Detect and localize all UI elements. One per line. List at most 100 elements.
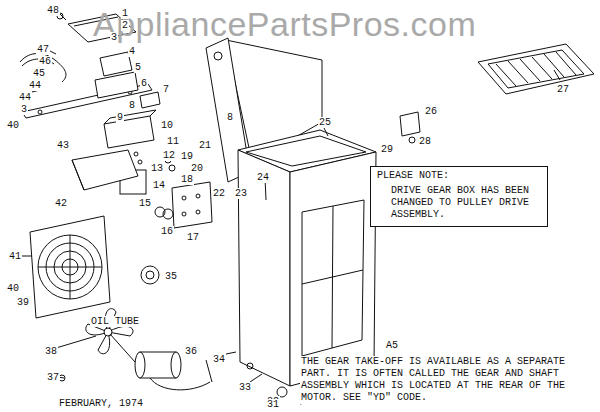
callout-number: 35 <box>164 271 178 282</box>
callout-number: 27 <box>556 84 570 95</box>
illustration-part <box>214 52 222 60</box>
callout-number: 23 <box>234 188 248 199</box>
note-text: THE GEAR TAKE-OFF IS AVAILABLE AS A SEPA… <box>300 356 594 404</box>
callout-number: 20 <box>190 163 204 174</box>
callout-number: 26 <box>424 106 438 117</box>
callout-number: 5 <box>134 62 142 73</box>
watermark: AppliancePartsPros.com <box>92 6 477 42</box>
note-body: DRIVE GEAR BOX HAS BEEN CHANGED TO PULLE… <box>377 185 541 221</box>
callout-number: 3 <box>110 32 118 43</box>
illustration-part <box>196 194 200 198</box>
illustration-part <box>182 212 186 216</box>
illustration-part <box>250 374 262 382</box>
callout-number: 37 <box>46 372 60 383</box>
illustration-part <box>72 160 84 190</box>
callout-number: 24 <box>256 172 270 183</box>
callout-number: 34 <box>212 354 226 365</box>
illustration-part <box>172 182 212 228</box>
fan-shroud <box>30 216 110 318</box>
illustration-part <box>554 70 560 80</box>
illustration-part <box>20 54 66 83</box>
illustration-part <box>302 200 364 356</box>
illustration-part <box>135 352 145 378</box>
illustration-part <box>134 152 138 156</box>
illustration-part <box>104 116 154 148</box>
callout-number: 16 <box>160 226 174 237</box>
air-chute <box>72 150 138 190</box>
illustration-part <box>95 72 138 98</box>
callout-number: 11 <box>166 136 180 147</box>
callout-number: 28 <box>418 136 432 147</box>
callout-number: 44 <box>18 92 32 103</box>
callout-number: 15 <box>138 198 152 209</box>
illustration-part <box>290 152 376 386</box>
clip-bracket <box>400 112 420 143</box>
callout-number: 47 <box>36 44 50 55</box>
illustration-part <box>556 52 576 75</box>
illustration-part <box>182 196 186 200</box>
illustration-part <box>38 235 102 299</box>
callout-number: 2 <box>121 20 129 31</box>
cabinet <box>238 130 376 386</box>
callout-number: 6 <box>140 78 148 89</box>
illustration-part <box>196 210 200 214</box>
illustration-part <box>247 363 253 369</box>
illustration-part <box>140 92 160 108</box>
illustration-part <box>400 112 420 136</box>
motor <box>59 334 212 390</box>
leader-line <box>22 12 560 382</box>
callout-number: 17 <box>186 232 200 243</box>
illustration-part <box>332 206 333 348</box>
illustration-part <box>56 336 96 348</box>
callout-number: 14 <box>152 180 166 191</box>
callout-number: 45 <box>32 68 46 79</box>
control-knob <box>141 266 159 284</box>
callout-number: 42 <box>54 198 68 209</box>
callout-number: 1 <box>121 8 129 19</box>
illustration-part <box>110 334 135 362</box>
callout-number: 36 <box>184 346 198 357</box>
annotation-text: OIL TUBE <box>90 316 140 327</box>
illustration-part <box>496 64 516 86</box>
callout-number: 12 <box>162 150 176 161</box>
illustration-part <box>141 266 159 284</box>
callout-number: 3 <box>20 104 28 115</box>
callout-number: 29 <box>380 144 394 155</box>
callout-number: 33 <box>238 382 252 393</box>
callout-number: 43 <box>56 140 70 151</box>
callout-number: 48 <box>46 5 60 16</box>
illustration-part <box>138 160 142 164</box>
callout-number: 31 <box>266 399 280 410</box>
callout-number: 38 <box>44 346 58 357</box>
callout-number: 46 <box>38 56 52 67</box>
callout-number: 22 <box>212 188 226 199</box>
illustration-part <box>146 271 154 279</box>
illustration-part <box>171 352 181 378</box>
illustration-part <box>30 216 110 318</box>
note-heading: PLEASE NOTE: <box>377 170 541 182</box>
illustration-part <box>488 50 584 88</box>
callout-number: 40 <box>6 283 20 294</box>
illustration-part <box>72 150 138 190</box>
wire-harness <box>20 54 66 93</box>
callout-number: 21 <box>198 140 212 151</box>
callout-number: 41 <box>8 251 22 262</box>
callout-number: 18 <box>180 174 194 185</box>
callout-number: 7 <box>162 84 170 95</box>
illustration-part <box>163 209 173 219</box>
illustration-part <box>409 137 415 143</box>
illustration-part <box>38 110 42 114</box>
illustration-part <box>104 118 110 124</box>
callout-number: 10 <box>160 120 174 131</box>
callout-number: 8 <box>226 112 234 123</box>
illustration-part <box>70 235 71 299</box>
illustration-part <box>150 110 156 116</box>
callout-number: 25 <box>318 117 332 128</box>
callout-number: 13 <box>150 163 164 174</box>
top-grille <box>478 44 594 94</box>
illustration-part <box>324 128 328 136</box>
callout-number: 8 <box>128 100 136 111</box>
annotation-text: A5 <box>385 340 399 351</box>
illustration-part <box>169 165 175 171</box>
